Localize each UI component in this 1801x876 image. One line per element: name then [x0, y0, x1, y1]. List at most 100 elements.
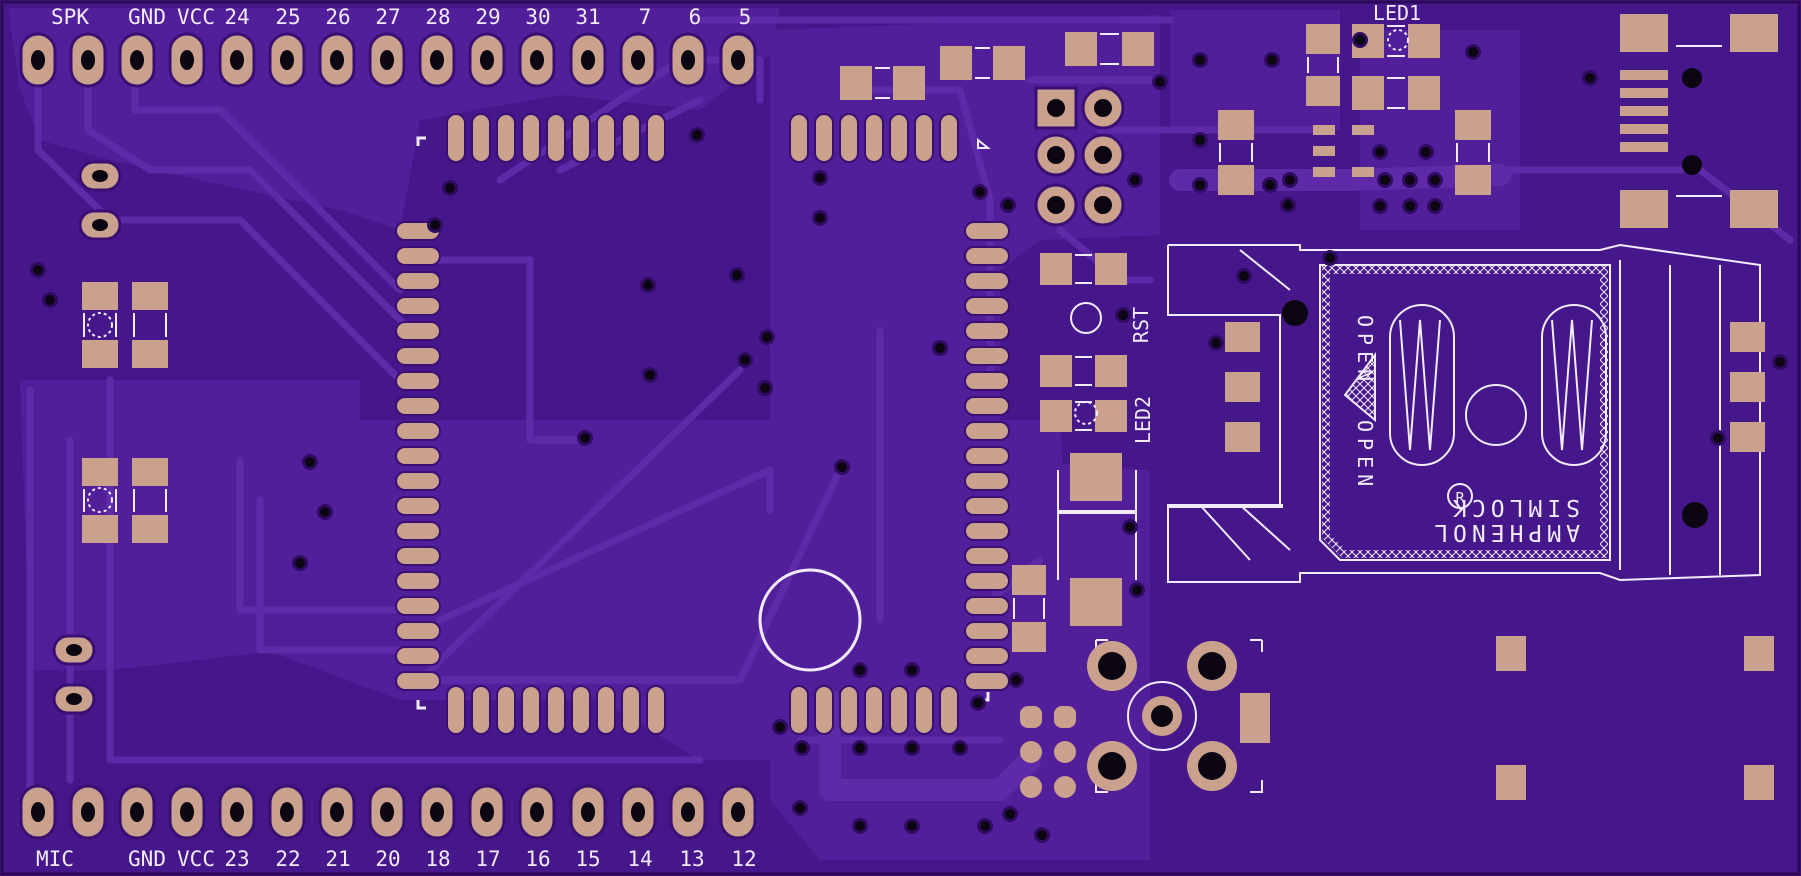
via-hole — [855, 743, 865, 753]
bottom-pin-label: 23 — [224, 847, 249, 871]
via-hole — [45, 295, 55, 305]
module-pad-top — [521, 113, 541, 163]
via-hole — [907, 743, 917, 753]
via-hole — [1375, 147, 1385, 157]
module-pad-right — [964, 446, 1010, 466]
via-hole — [907, 665, 917, 675]
module-pad-right — [964, 396, 1010, 416]
header-pin-hole — [130, 50, 144, 70]
header-pin-hole — [330, 50, 344, 70]
via-hole — [1283, 200, 1293, 210]
usb-outline — [1676, 45, 1722, 197]
via-hole — [305, 457, 315, 467]
module-pad-right — [964, 421, 1010, 441]
module-pad-left — [395, 571, 441, 591]
header-pin-hole — [430, 50, 444, 70]
smd-pad — [132, 282, 168, 310]
module-pad-left — [395, 471, 441, 491]
icsp-header — [1034, 86, 1125, 227]
via-hole — [445, 183, 455, 193]
header-pin-hole — [280, 50, 294, 70]
header-pin-hole — [581, 50, 595, 70]
smd-pad — [1122, 32, 1154, 66]
module-pad-right — [964, 571, 1010, 591]
header-pin-hole — [530, 802, 544, 822]
top-pin-label: 26 — [325, 5, 350, 29]
oval-through-holes — [52, 160, 122, 715]
module-pad-bottom — [789, 685, 809, 735]
module-pad-bottom — [496, 685, 516, 735]
bottom-pin-label: 17 — [475, 847, 500, 871]
module-pad-bottom — [646, 685, 666, 735]
via-hole — [320, 507, 330, 517]
led-marks — [87, 29, 1409, 513]
via-hole — [815, 213, 825, 223]
top-pin-label: 6 — [689, 5, 702, 29]
reset-label: RST — [1129, 307, 1153, 343]
passive-components — [82, 24, 1491, 652]
module-pad-bottom — [571, 685, 591, 735]
module-pad-top — [814, 113, 834, 163]
top-pin-label: VCC — [177, 5, 215, 29]
via-hole — [1430, 175, 1440, 185]
module-pad-right — [964, 671, 1010, 691]
header-pin-hole — [81, 802, 95, 822]
module-pad-right — [964, 246, 1010, 266]
usb-holes — [1682, 68, 1702, 175]
module-pad-left — [395, 371, 441, 391]
bottom-pin-label: 14 — [627, 847, 652, 871]
module-pad-right — [964, 221, 1010, 241]
header-pin-hole — [681, 802, 695, 822]
bottom-pin-label: 20 — [375, 847, 400, 871]
module-pad-top — [446, 113, 466, 163]
via-hole — [1267, 55, 1277, 65]
module-pad-bottom — [521, 685, 541, 735]
bottom-pin-label: 16 — [525, 847, 550, 871]
via-hole — [980, 821, 990, 831]
via-hole — [1211, 338, 1221, 348]
smd-pad — [940, 46, 972, 80]
via-hole — [1037, 830, 1047, 840]
header-pin-hole — [380, 802, 394, 822]
header-pin-hole — [581, 802, 595, 822]
smd-pad — [1306, 24, 1340, 54]
header-pin-hole — [31, 802, 45, 822]
module-pad-bottom — [839, 685, 859, 735]
smd-pad — [82, 340, 118, 368]
via-hole — [1132, 585, 1142, 595]
via-hole — [1468, 47, 1478, 57]
small-round-pads — [1020, 706, 1076, 798]
header-pin-hole — [631, 802, 645, 822]
smd-pad — [993, 46, 1025, 80]
via-hole — [1265, 180, 1275, 190]
header-pin-hole — [430, 802, 444, 822]
smd-pad — [1095, 355, 1127, 387]
header-pin-hole — [731, 50, 745, 70]
module-pad-left — [395, 521, 441, 541]
header-pin-hole — [631, 50, 645, 70]
module-pad-right — [964, 296, 1010, 316]
module-pad-left — [395, 271, 441, 291]
smd-pad — [82, 458, 118, 486]
header-pin-hole — [530, 50, 544, 70]
module-pad-top — [546, 113, 566, 163]
sim-pads — [1225, 322, 1765, 452]
smd-pad — [1095, 400, 1127, 432]
sim-card-holder — [1167, 243, 1761, 583]
via-hole — [643, 280, 653, 290]
via-hole — [1011, 675, 1021, 685]
via-hole — [1130, 175, 1140, 185]
top-header-labels: SPK GND VCC 24 25 26 27 28 29 30 31 7 6 … — [51, 5, 751, 29]
module-pad-right — [964, 646, 1010, 666]
module-pad-right — [964, 521, 1010, 541]
module-pad-bottom — [596, 685, 616, 735]
via-hole — [33, 265, 43, 275]
smd-pad — [840, 66, 872, 100]
module-pad-top — [646, 113, 666, 163]
via-hole — [1585, 73, 1595, 83]
header-pin-hole — [180, 50, 194, 70]
header-pin-hole — [380, 50, 394, 70]
via-hole — [1239, 271, 1249, 281]
via-hole — [973, 698, 983, 708]
